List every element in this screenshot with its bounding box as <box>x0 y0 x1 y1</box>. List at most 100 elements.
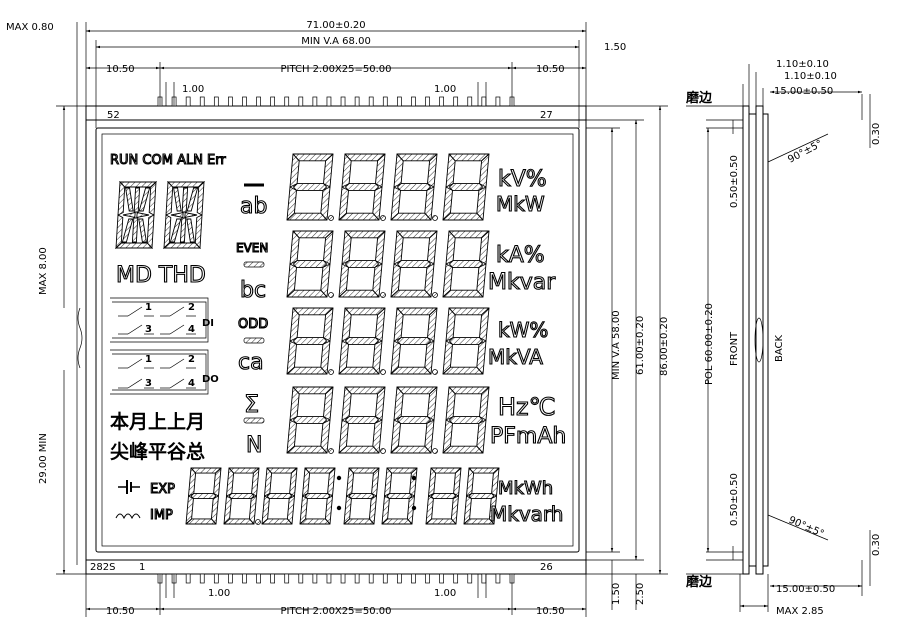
top-pin <box>242 96 247 107</box>
digit-segment <box>343 495 352 525</box>
alpha-segment <box>196 180 205 216</box>
alpha-segment <box>166 181 206 188</box>
digit-segment <box>286 419 297 454</box>
top-pin <box>425 96 430 107</box>
digit-segment <box>344 337 380 345</box>
decimal-point <box>328 215 334 221</box>
row5-unit1: MkWh <box>498 478 553 499</box>
di-switch-group: 1 2 3 4 DI <box>110 297 214 343</box>
top-pin <box>467 96 473 107</box>
digit-segment <box>396 337 432 345</box>
top-pin <box>298 96 304 107</box>
bc-label: bc <box>240 278 266 303</box>
alpha-segment <box>148 180 157 216</box>
row4-unit2: PFmAh <box>490 424 566 449</box>
alpha-segment <box>162 242 202 249</box>
alpha-segment <box>179 217 187 243</box>
decimal-point <box>328 448 334 454</box>
digit-segment <box>304 492 331 500</box>
min-2900-label: 29.00 MIN <box>38 433 49 484</box>
digit-segment <box>448 183 484 191</box>
digit-segment <box>266 492 293 500</box>
row1-digit <box>338 153 386 221</box>
digit-segment <box>390 419 401 454</box>
d110a-label: 1.10±0.10 <box>776 59 829 70</box>
digit-segment <box>393 386 404 421</box>
energy-digit <box>425 467 462 525</box>
bottom-pin <box>199 573 205 584</box>
digit-segment <box>442 186 453 221</box>
row4-digit <box>442 386 490 454</box>
ca-label: ca <box>238 350 264 375</box>
max285-label: MAX 2.85 <box>776 606 824 617</box>
decimal-point <box>380 215 386 221</box>
row1-unit2: MkW <box>496 192 545 216</box>
di-label: DI <box>202 318 214 329</box>
alpha-char-2 <box>162 180 206 250</box>
digit-segment <box>393 307 404 342</box>
side-view <box>686 64 871 612</box>
odd-label: ODD <box>238 317 268 332</box>
bottom-pin <box>397 573 402 584</box>
max-800-label: MAX 8.00 <box>38 247 49 295</box>
row2-digit <box>442 230 490 298</box>
row3-digit <box>338 307 386 375</box>
top-pin <box>228 96 233 107</box>
alpha-segment <box>118 181 158 188</box>
top-pin <box>185 96 191 107</box>
bottom-pin <box>312 573 318 584</box>
top-pin <box>199 96 205 107</box>
top-pin <box>340 96 346 107</box>
pin-282s-label: 282S <box>90 562 115 573</box>
top-pin <box>213 96 219 107</box>
digit-segment <box>445 386 456 421</box>
energy-digit <box>463 467 500 525</box>
row1-unit1: kV% <box>498 167 547 192</box>
alpha-segment <box>115 214 124 250</box>
d250-bottom-label: 2.50 <box>635 583 646 605</box>
wave-icon <box>115 513 141 520</box>
bottom-pin <box>481 573 487 584</box>
digit-segment <box>430 492 457 500</box>
colon-dot <box>411 475 417 481</box>
pitch-top-label: PITCH 2.00X25=50.00 <box>280 64 391 75</box>
digit-segment <box>386 492 413 500</box>
h6100-label: 61.00±0.20 <box>635 316 646 375</box>
alpha-segment <box>146 214 155 250</box>
row1-digit <box>390 153 438 221</box>
alpha-segment <box>121 218 134 243</box>
angle-top-label: 90°±5° <box>786 138 824 165</box>
cn-line2-text: 尖峰平谷总 <box>110 440 205 463</box>
digit-segment <box>228 492 255 500</box>
digit-segment <box>448 260 484 268</box>
digit-segment <box>425 495 434 525</box>
digit-segment <box>396 183 432 191</box>
digit-segment <box>289 230 300 265</box>
row4-digit <box>390 386 438 454</box>
digit-segment <box>286 263 297 298</box>
bottom-pin <box>228 573 233 584</box>
bottom-pin <box>495 573 501 584</box>
digit-segment <box>445 153 456 188</box>
digit-segment <box>396 416 432 424</box>
d050b-label: 0.50±0.50 <box>729 473 740 526</box>
alpha-segment <box>133 187 141 213</box>
viewing-area <box>101 133 574 547</box>
digit-segment <box>466 467 475 497</box>
digit-segment <box>390 340 401 375</box>
top-pin <box>354 96 360 107</box>
edge-bottom-label: 磨边 <box>686 574 713 590</box>
digit-segment <box>390 263 401 298</box>
pin-100-left-bottom-label: 1.00 <box>208 588 230 599</box>
lcd-content: RUN COM ALN Err MD THD 1 2 3 4 DI <box>109 152 566 526</box>
md-thd-text: MD THD <box>116 263 206 288</box>
alpha-segment <box>117 180 126 216</box>
digit-segment <box>338 419 349 454</box>
top-pin <box>368 96 374 107</box>
alpha-segment <box>125 187 134 212</box>
digit-segment <box>292 183 328 191</box>
digit-segment <box>344 183 380 191</box>
row1-digit <box>442 153 490 221</box>
bottom-pin <box>340 573 346 584</box>
pin-100-left-top-label: 1.00 <box>182 84 204 95</box>
